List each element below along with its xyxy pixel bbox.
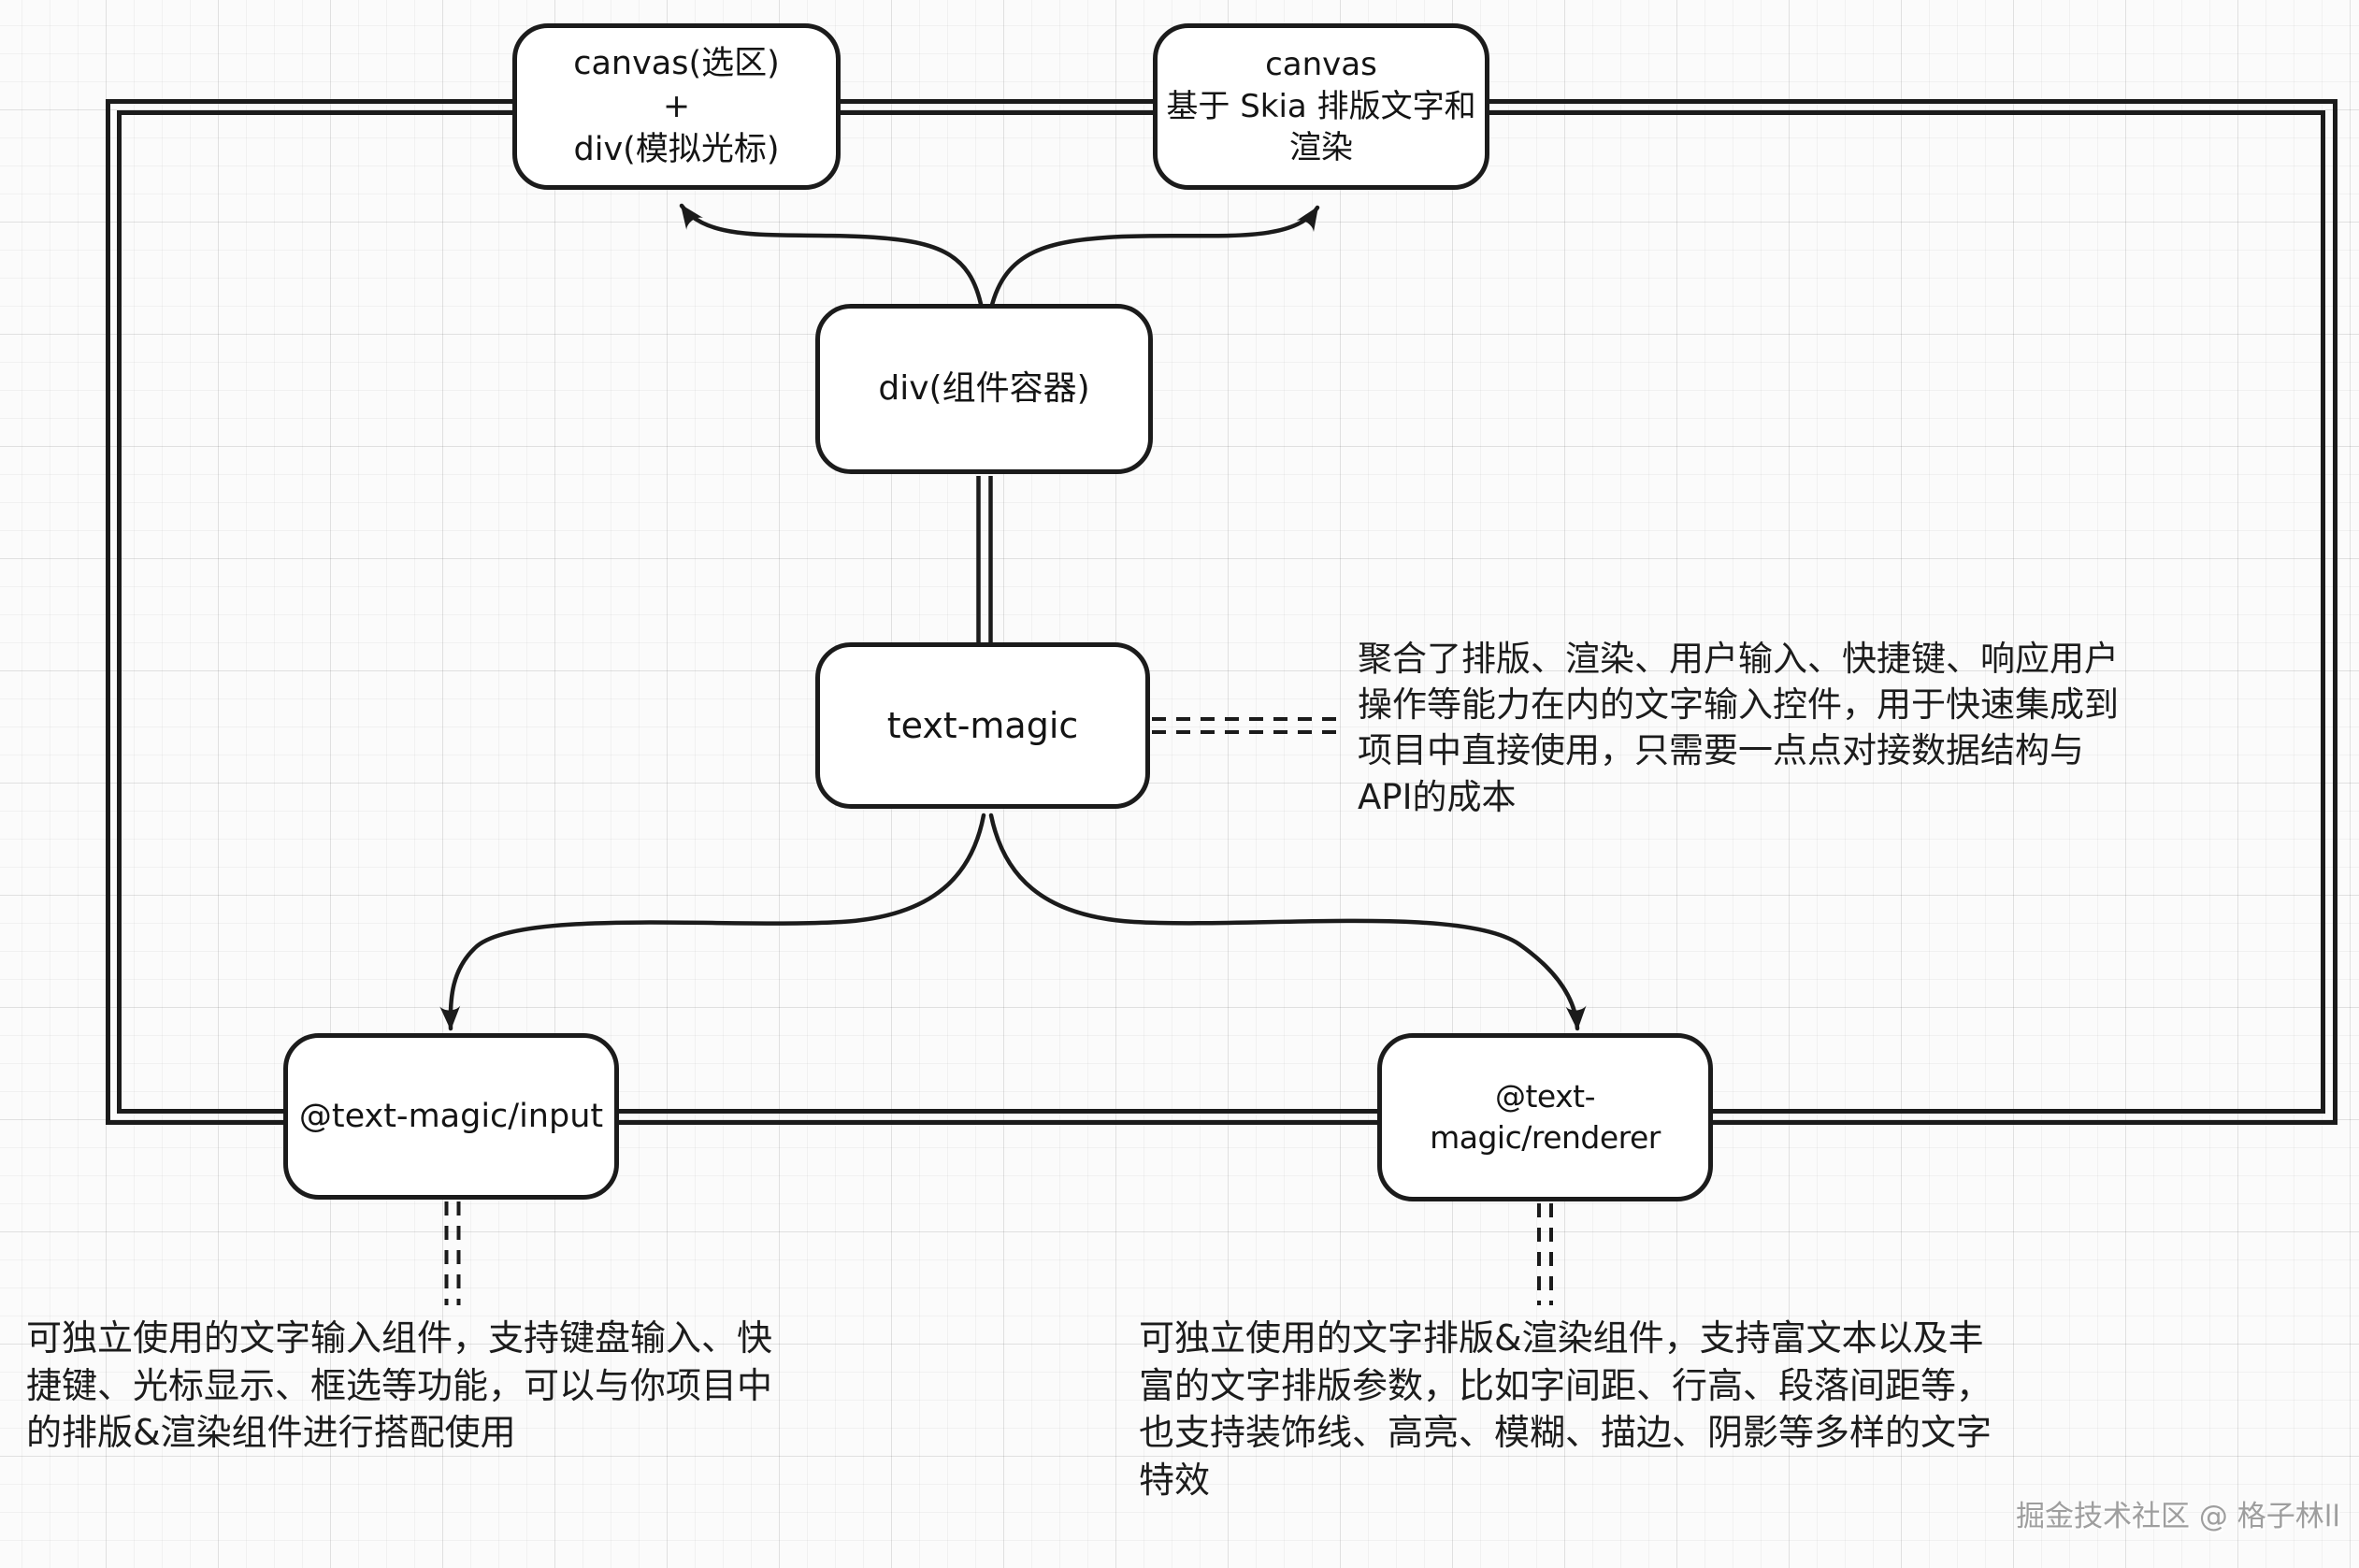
arrows-textmagic-down [439,813,1587,1031]
node-canvas-selection: canvas(选区) + div(模拟光标) [512,23,841,190]
node-canvas-skia-label: canvas 基于 Skia 排版文字和 渲染 [1166,45,1476,167]
node-div-container: div(组件容器) [815,304,1153,474]
arrow-to-canvas-skia [988,205,1320,311]
node-canvas-skia: canvas 基于 Skia 排版文字和 渲染 [1153,23,1489,190]
node-text-magic-renderer-label: @text-magic/renderer [1430,1078,1661,1156]
note-text-magic: 聚合了排版、渲染、用户输入、快捷键、响应用户 操作等能力在内的文字输入控件，用于… [1358,639,2119,817]
arrow-to-renderer [988,813,1587,1031]
node-canvas-selection-label: canvas(选区) + div(模拟光标) [573,44,780,169]
arrow-to-input [439,813,986,1031]
dashed-link-input-note [444,1201,461,1305]
watermark: 掘金技术社区 @ 格子林ll [2016,1500,2340,1533]
dashed-link-renderer-note [1537,1203,1553,1305]
arrow-to-canvas-selection [679,203,985,311]
node-text-magic: text-magic [815,642,1150,809]
arrows-divcontainer-up [679,203,1320,311]
outer-frame-double-rectangle [106,99,2337,1125]
node-text-magic-renderer: @text-magic/renderer [1377,1033,1713,1201]
node-div-container-label: div(组件容器) [878,369,1090,409]
node-text-magic-input-label: @text-magic/input [298,1097,604,1135]
node-text-magic-input: @text-magic/input [283,1033,619,1200]
note-input-package: 可独立使用的文字输入组件，支持键盘输入、快 捷键、光标显示、框选等功能，可以与你… [26,1317,773,1454]
node-text-magic-label: text-magic [886,704,1079,746]
note-renderer-package: 可独立使用的文字排版&渲染组件，支持富文本以及丰 富的文字排版参数，比如字间距、… [1139,1317,1992,1501]
connector-div-to-textmagic [976,476,993,644]
dashed-link-textmagic-note [1152,717,1341,734]
